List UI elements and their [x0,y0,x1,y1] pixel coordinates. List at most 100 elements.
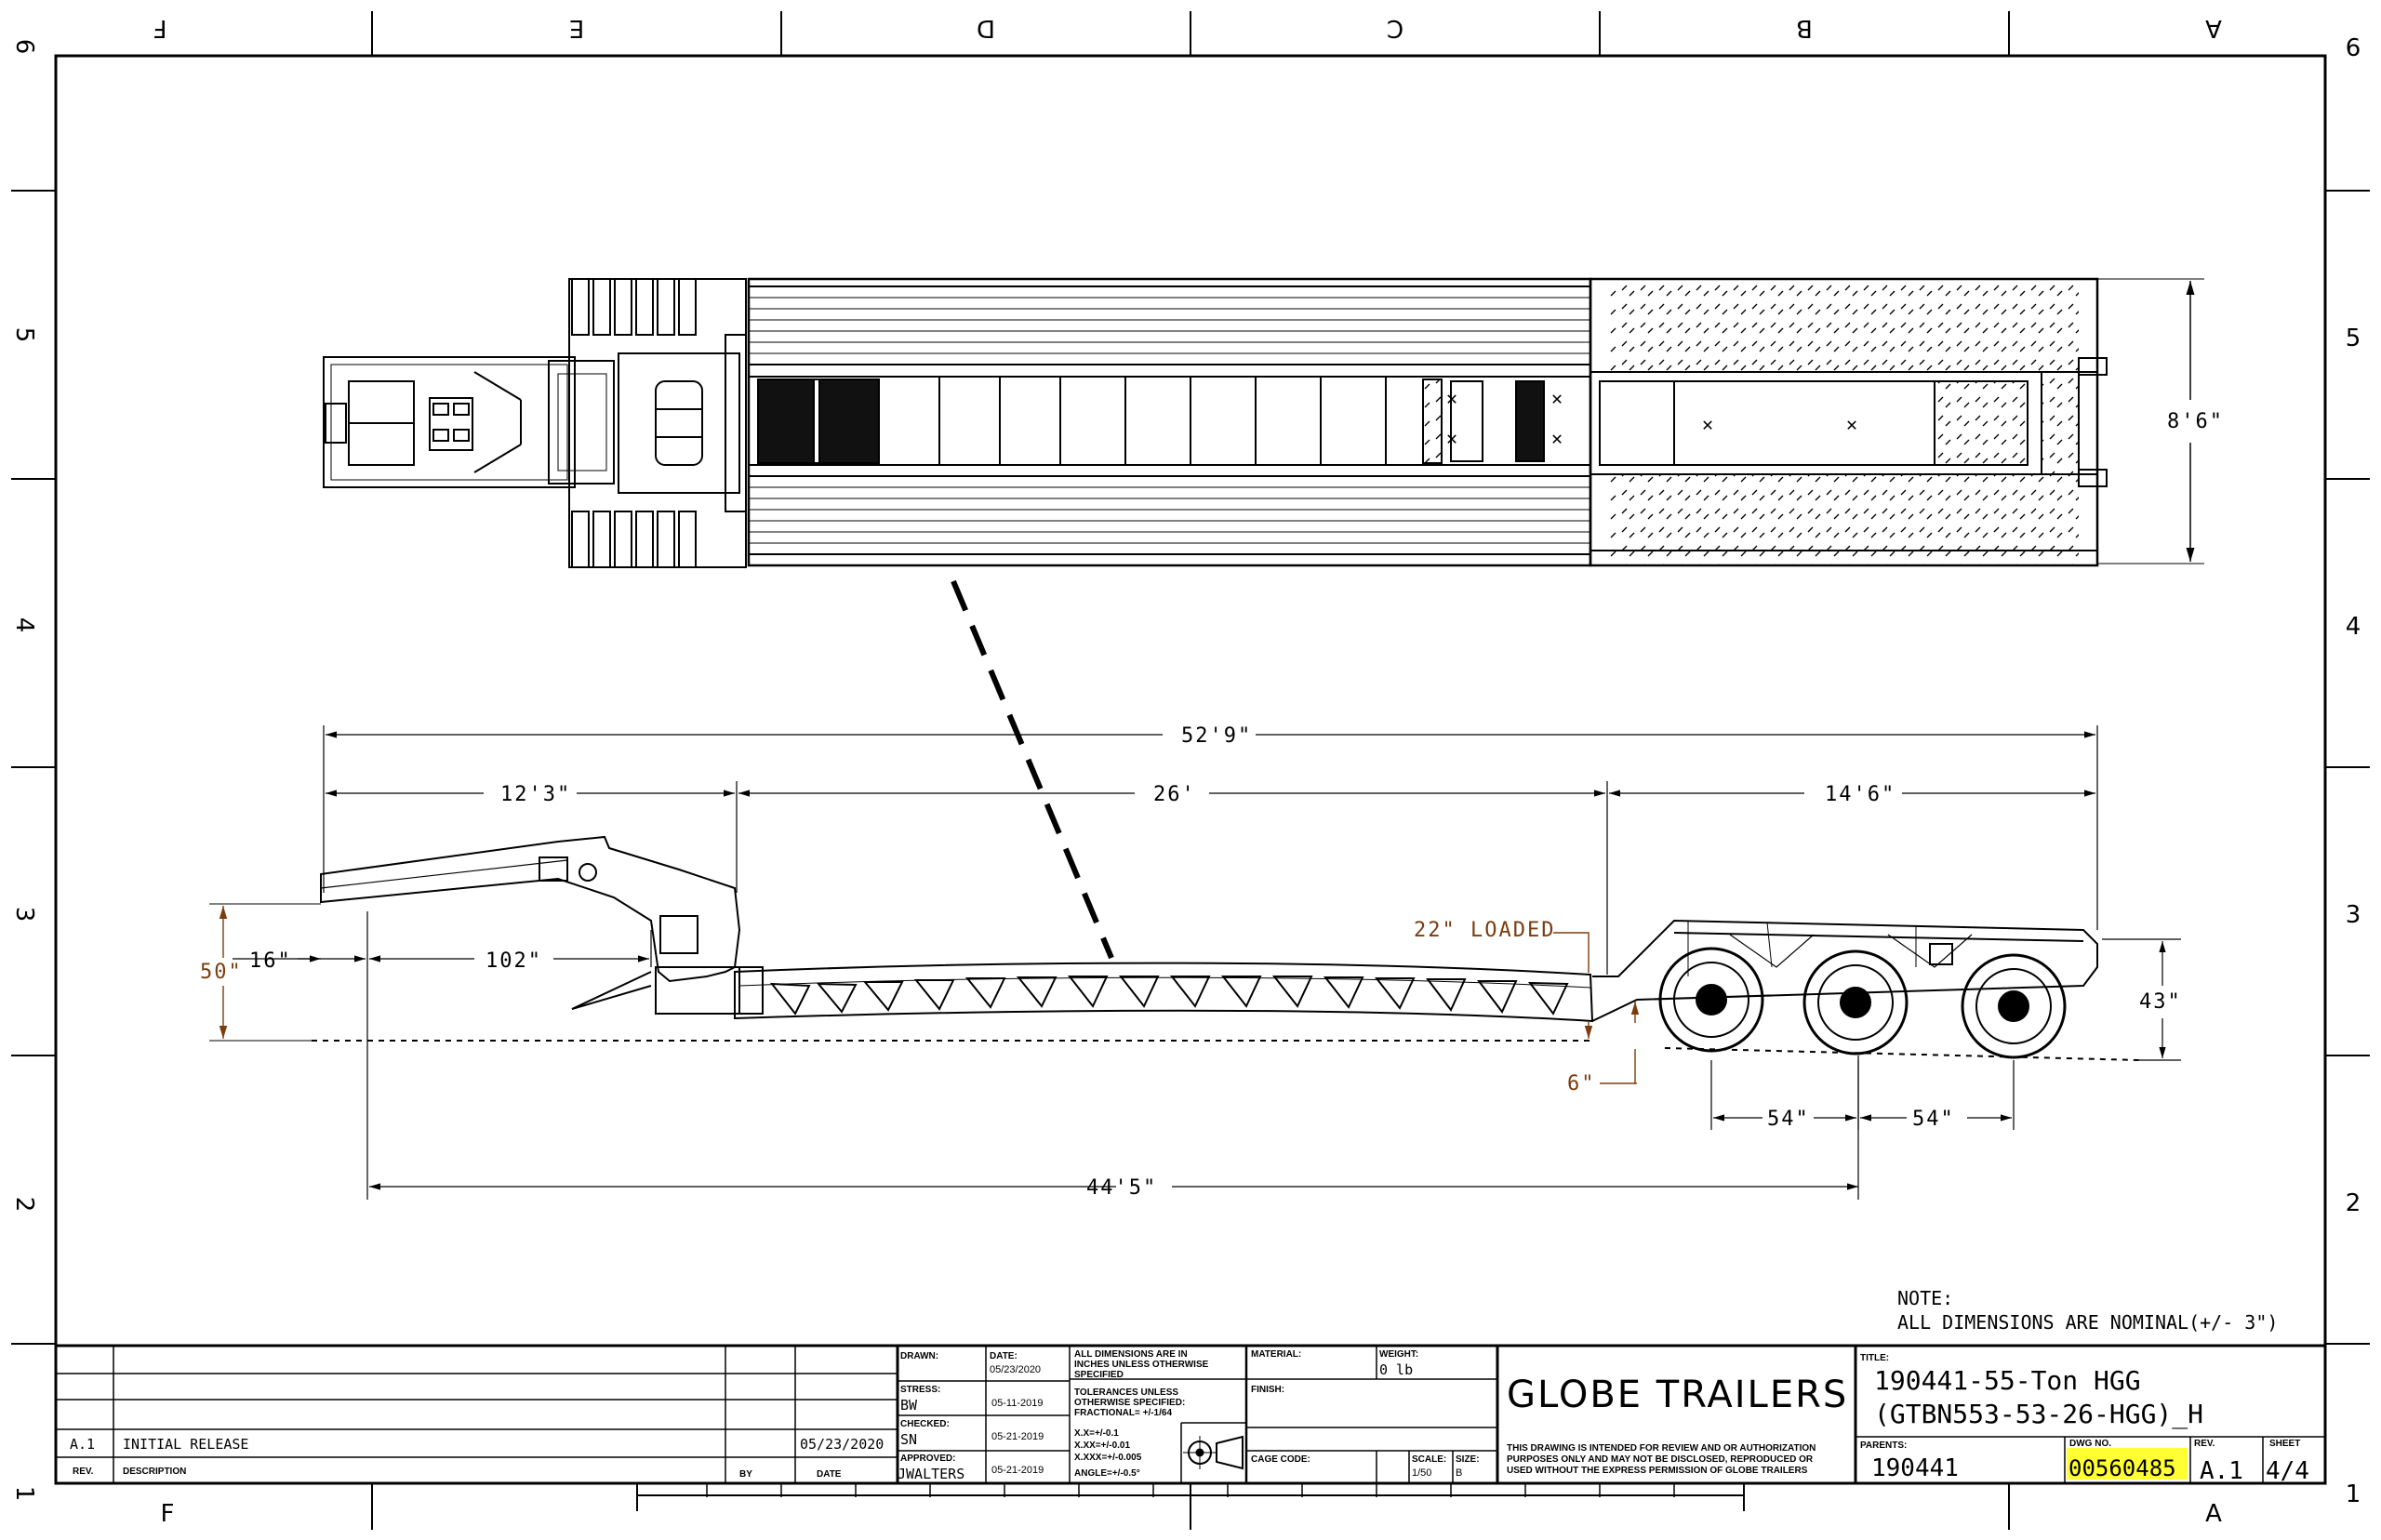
tolerance-line-1: TOLERANCES UNLESS [1074,1387,1178,1398]
approved-by: JWALTERS [898,1466,964,1482]
tolerance-line-2: OTHERWISE SPECIFIED: [1074,1398,1185,1408]
tolerance-line-3: FRACTIONAL= +/-1/64 [1074,1408,1172,1418]
zone-number-left: 3 [10,907,38,923]
dimension-lengths [323,725,2098,975]
zone-number-right: 5 [2346,325,2361,352]
disclaimer-line-2: PURPOSES ONLY AND MAY NOT BE DISCLOSED, … [1507,1454,1814,1465]
rev-value: A.1 [2200,1457,2243,1485]
zone-number-right: 3 [2346,901,2361,929]
dims-note-line-3: SPECIFIED [1074,1370,1124,1380]
svg-text:✕: ✕ [1846,413,1857,435]
zone-number-left: 4 [10,617,38,633]
dim-deck-length: 26' [1153,783,1196,806]
revision-block [56,1344,2325,1485]
company-name: GLOBE TRAILERS [1507,1374,1848,1416]
title-block [898,1344,2325,1483]
checked-date: 05-21-2019 [991,1431,1044,1442]
zone-letter-bottom: F [161,1500,175,1528]
dimension-gooseneck-height [209,903,321,1042]
zone-letter-top: D [977,14,995,42]
svg-text:✕: ✕ [1446,427,1457,449]
zone-number-right: 1 [2346,1480,2361,1508]
zone-letter-top: A [2205,14,2222,42]
dwg-no-value: 00560485 [2068,1455,2176,1481]
dim-axle-spacing-1: 54" [1767,1108,1810,1131]
zone-letter-top: F [153,14,167,42]
drawing-title-line-2: (GTBN553-53-26-HGG)_H [1874,1399,2203,1430]
stress-by: BW [900,1397,918,1414]
dim-rear-length: 14'6" [1825,783,1895,806]
tolerance-line-5: X.XX=+/-0.01 [1074,1440,1130,1451]
cage-code-label: CAGE CODE: [1251,1454,1310,1465]
weight-label: WEIGHT: [1379,1349,1418,1360]
zone-letter-top: E [569,14,584,42]
tolerance-line-4: X.X=+/-0.1 [1074,1428,1119,1439]
parents-value: 190441 [1871,1454,1959,1482]
checked-by: SN [900,1431,917,1448]
zone-number-right: 2 [2346,1189,2361,1217]
rev-header-rev: REV. [73,1467,94,1477]
dim-overall-length: 52'9" [1181,724,1252,748]
drawing-title-line-1: 190441-55-Ton HGG [1874,1365,2141,1396]
scale-label: SCALE: [1412,1454,1446,1465]
note-heading: NOTE: [1897,1287,1953,1309]
dimension-rear-height [2102,938,2181,1061]
trailer-side-view [312,835,2140,1061]
disclaimer-line-1: THIS DRAWING IS INTENDED FOR REVIEW AND … [1507,1443,1816,1454]
dimension-loaded-height [1553,932,1640,1084]
sheet-value: 4/4 [2266,1457,2309,1485]
material-label: MATERIAL: [1251,1349,1301,1360]
rev-label: REV. [2194,1439,2215,1449]
zone-letter-top: B [1796,14,1813,42]
checked-label: CHECKED: [900,1419,950,1429]
drawing-border [11,11,2370,1530]
dim-loaded-label: 22" LOADED [1414,919,1555,942]
dims-note-line-2: INCHES UNLESS OTHERWISE [1074,1360,1209,1370]
dims-note-line-1: ALL DIMENSIONS ARE IN [1074,1349,1188,1360]
rev-entry-description: INITIAL RELEASE [123,1436,248,1453]
svg-text:✕: ✕ [1551,427,1563,449]
date-label: DATE: [990,1351,1018,1361]
stress-date: 05-11-2019 [991,1398,1043,1409]
dim-kingpin-offset: 16" [249,949,292,973]
zone-number-left: 6 [10,39,38,55]
trailer-top-view: ✕ ✕ ✕ ✕ ✕ ✕ [323,277,2108,568]
dim-kingpin-to-deck: 102" [486,949,542,973]
svg-text:✕: ✕ [1702,413,1713,435]
zone-number-left: 1 [10,1486,38,1502]
rev-entry-date: 05/23/2020 [800,1436,884,1453]
dim-ground-clearance: 6" [1567,1072,1596,1095]
dim-gooseneck-height: 50" [200,961,243,984]
zone-labels: F E D C B A F A 6 5 4 3 2 1 6 5 4 3 2 1 [10,14,2361,1528]
parents-label: PARENTS: [1860,1440,1907,1451]
zone-number-right: 4 [2346,613,2361,641]
dim-kingpin-to-axle: 44'5" [1086,1176,1157,1200]
title-label: TITLE: [1860,1353,1889,1363]
rev-header-by: BY [739,1469,752,1480]
drawn-label: DRAWN: [900,1351,938,1361]
rev-entry-rev: A.1 [70,1436,95,1453]
scale-value: 1/50 [1412,1467,1431,1479]
dim-axle-spacing-2: 54" [1912,1108,1955,1131]
dimension-width: 8'6" [2097,278,2224,564]
approved-label: APPROVED: [900,1454,955,1464]
disclaimer-line-3: USED WITHOUT THE EXPRESS PERMISSION OF G… [1507,1466,1808,1476]
tolerance-line-6: X.XXX=+/-0.005 [1074,1453,1142,1463]
dim-gooseneck-length: 12'3" [500,783,571,806]
sheet-label: SHEET [2269,1439,2300,1449]
dimension-axle-spacing [1710,1060,2015,1130]
general-note: NOTE: ALL DIMENSIONS ARE NOMINAL(+/- 3") [1897,1287,2278,1334]
note-text: ALL DIMENSIONS ARE NOMINAL(+/- 3") [1897,1311,2278,1334]
zone-number-left: 2 [10,1197,38,1213]
zone-number-right: 6 [2346,34,2361,62]
rev-header-description: DESCRIPTION [123,1467,186,1477]
size-label: SIZE: [1456,1454,1480,1465]
dwg-no-label: DWG NO. [2069,1439,2111,1449]
dim-width-label: 8'6" [2167,410,2224,433]
drawn-date: 05/23/2020 [990,1364,1041,1375]
svg-text:✕: ✕ [1551,387,1563,409]
view-connector-line [951,579,1114,960]
tolerance-line-7: ANGLE=+/-0.5° [1074,1468,1140,1479]
rev-header-date: DATE [817,1469,842,1480]
